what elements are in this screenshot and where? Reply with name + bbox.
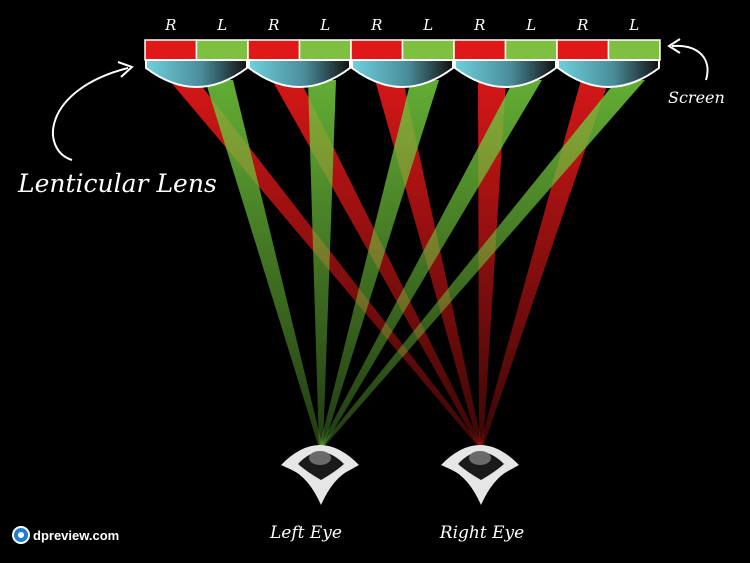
lens-arrow-head xyxy=(117,61,134,78)
lenticular-lens-array xyxy=(145,59,660,88)
pixel-label: R xyxy=(370,16,382,34)
red-beam xyxy=(479,80,609,448)
right-eye-icon xyxy=(441,445,519,505)
red-pixel xyxy=(144,39,198,61)
lens-element xyxy=(557,59,660,88)
dpreview-logo-icon xyxy=(12,526,30,544)
red-pixel xyxy=(247,39,301,61)
green-beam xyxy=(308,80,336,448)
pixel-label: L xyxy=(525,16,536,34)
pixel-label: R xyxy=(164,16,176,34)
screen-arrow xyxy=(671,44,709,81)
green-pixel xyxy=(504,39,558,61)
pixel-label: L xyxy=(422,16,433,34)
lens-element xyxy=(248,59,351,88)
red-pixel xyxy=(556,39,610,61)
light-beams xyxy=(169,80,645,448)
left-eye-icon xyxy=(281,445,359,505)
red-pixel xyxy=(453,39,507,61)
pixel-label: R xyxy=(473,16,485,34)
brand-text: dpreview.com xyxy=(33,527,120,543)
left-eye-label: Left Eye xyxy=(269,523,342,543)
green-pixel xyxy=(298,39,352,61)
pixel-label: R xyxy=(267,16,279,34)
green-pixel xyxy=(401,39,455,61)
green-beam xyxy=(319,80,439,448)
right-eye-label: Right Eye xyxy=(439,523,524,543)
screen-label: Screen xyxy=(668,88,725,107)
pixel-label: L xyxy=(319,16,330,34)
red-pixel xyxy=(350,39,404,61)
pixel-label: R xyxy=(576,16,588,34)
pixel-label: L xyxy=(628,16,639,34)
lens-element xyxy=(454,59,557,88)
pixel-label: L xyxy=(216,16,227,34)
dpreview-brand: dpreview.com xyxy=(12,526,119,544)
green-pixel xyxy=(607,39,661,61)
screen-pixel-strip xyxy=(144,39,661,61)
lens-arrow xyxy=(52,67,129,161)
screen-arrow-head xyxy=(667,38,681,54)
lens-label: Lenticular Lens xyxy=(17,169,217,198)
lens-element xyxy=(351,59,454,88)
green-beam xyxy=(319,80,542,448)
lens-element xyxy=(145,59,248,88)
green-pixel xyxy=(195,39,249,61)
green-beam xyxy=(319,80,645,448)
green-beam xyxy=(205,80,323,448)
